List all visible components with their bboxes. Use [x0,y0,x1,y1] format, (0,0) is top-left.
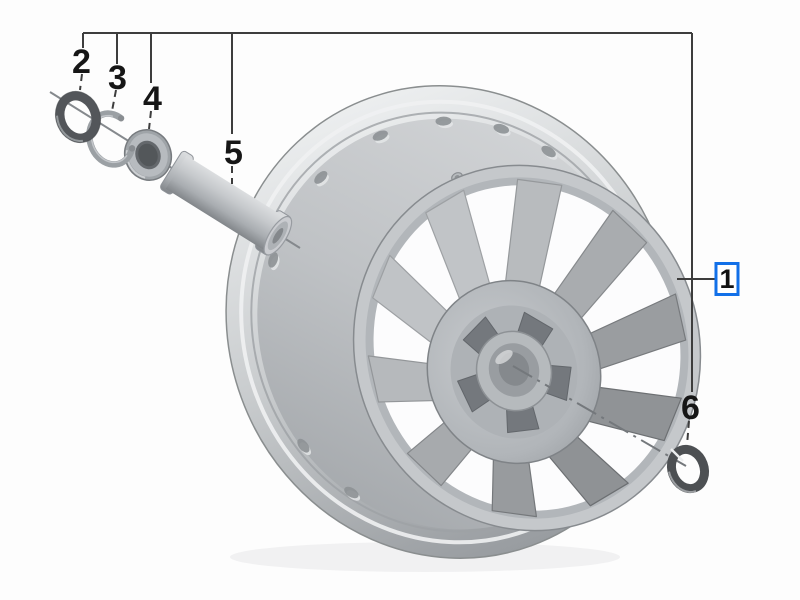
part-spacer-sleeve [160,150,293,256]
rim-dimple [268,252,279,268]
wheel-hub [426,279,602,465]
callout-1[interactable]: 1 [714,262,740,296]
part-wheel [225,85,702,559]
callout-6[interactable]: 6 [681,389,700,427]
rim-dimple [541,145,556,158]
leader-overlap-highlight [670,448,684,462]
callout-4[interactable]: 4 [143,80,162,118]
callout-5[interactable]: 5 [224,134,243,172]
rim-dimple [297,438,310,453]
callout-3[interactable]: 3 [108,59,127,97]
callout-2[interactable]: 2 [72,43,91,81]
axis-leader-line [512,365,687,467]
rim-dimple [344,486,359,499]
part-seal-ring-right [666,444,710,494]
part-bearing [123,129,173,181]
rim-dimple [435,116,452,126]
rim-dimple [314,170,328,184]
part-seal-ring [54,90,102,144]
rim-dimple [493,123,510,134]
rim-dimple [372,130,388,141]
callout-bracket-lines [82,32,715,392]
rim-dimples [268,116,558,501]
ground-shadow [230,542,620,572]
